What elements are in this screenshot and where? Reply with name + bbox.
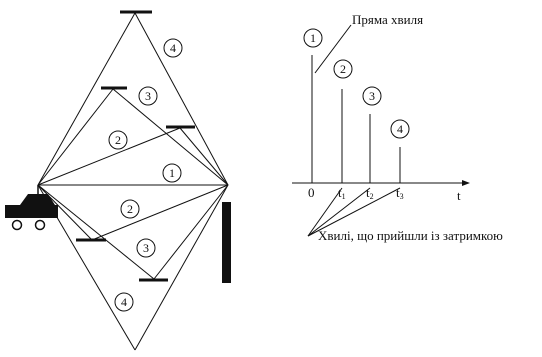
ray-labels: 4 3 2 1 2 3 4 [108,38,183,312]
vehicle-body [5,205,58,218]
delayed-waves-leaders [307,187,401,237]
delayed-waves-label: Хвилі, що прийшли із затримкою [318,228,503,243]
ray-label-3-top-text: 3 [145,89,151,103]
ray-3-bot-up [153,184,229,280]
direct-wave-label: Пряма хвиля [352,12,423,27]
pulse-label-1-text: 1 [310,31,316,45]
ray-label-2-top: 2 [108,130,128,150]
ray-4-top-up [37,12,136,186]
tick-label-t3: t3 [396,185,404,201]
ray-label-1-text: 1 [169,166,175,180]
time-axis-arrow [462,180,470,186]
tick-label-0: 0 [308,185,315,200]
ray-2-top-up [37,127,181,186]
ray-2-bot-up [91,184,229,241]
pulse-label-2: 2 [333,59,353,79]
ray-label-1: 1 [162,163,182,183]
pulse-label-3: 3 [362,86,382,106]
ray-4-top-down [134,12,229,186]
ray-label-3-top: 3 [138,86,158,106]
delayed-leader-2 [307,187,343,237]
reflectors [76,10,195,282]
ray-label-2-top-text: 2 [115,133,121,147]
pulse-label-4: 4 [390,119,410,139]
vehicle-cabin [20,194,55,205]
ray-2-top-down [179,127,229,186]
ray-label-2-bottom: 2 [120,199,140,219]
ray-4-bot-up [134,184,229,351]
ray-3-top-down [112,88,229,186]
pulse-label-3-text: 3 [369,89,375,103]
receiver-tower [222,202,231,283]
ray-3-top-up [37,88,114,186]
ray-label-4-top: 4 [163,38,183,58]
vehicle-icon [5,185,58,231]
delayed-leader-3 [307,187,371,237]
ray-label-3-bottom-text: 3 [143,241,149,255]
vehicle-wheel-front [11,219,23,231]
timeline-diagram: t 1 2 3 4 Пряма хвиля 0 t1 t2 t3 [292,12,503,243]
direct-wave-leader [314,24,352,74]
tick-label-t2: t2 [366,185,374,201]
time-axis-label: t [457,188,461,203]
ray-label-3-bottom: 3 [136,238,156,258]
pulse-label-4-text: 4 [397,122,403,136]
vehicle-wheel-rear [34,219,46,231]
ray-label-4-top-text: 4 [170,41,176,55]
ray-label-4-bottom-text: 4 [121,295,127,309]
ray-label-2-bottom-text: 2 [127,202,133,216]
ray-3-bot-down [37,184,155,280]
ray-label-4-bottom: 4 [114,292,134,312]
pulse-label-1: 1 [303,28,323,48]
tick-label-t1: t1 [338,185,346,201]
delayed-leader-4 [307,187,401,237]
pulse-label-2-text: 2 [340,62,346,76]
